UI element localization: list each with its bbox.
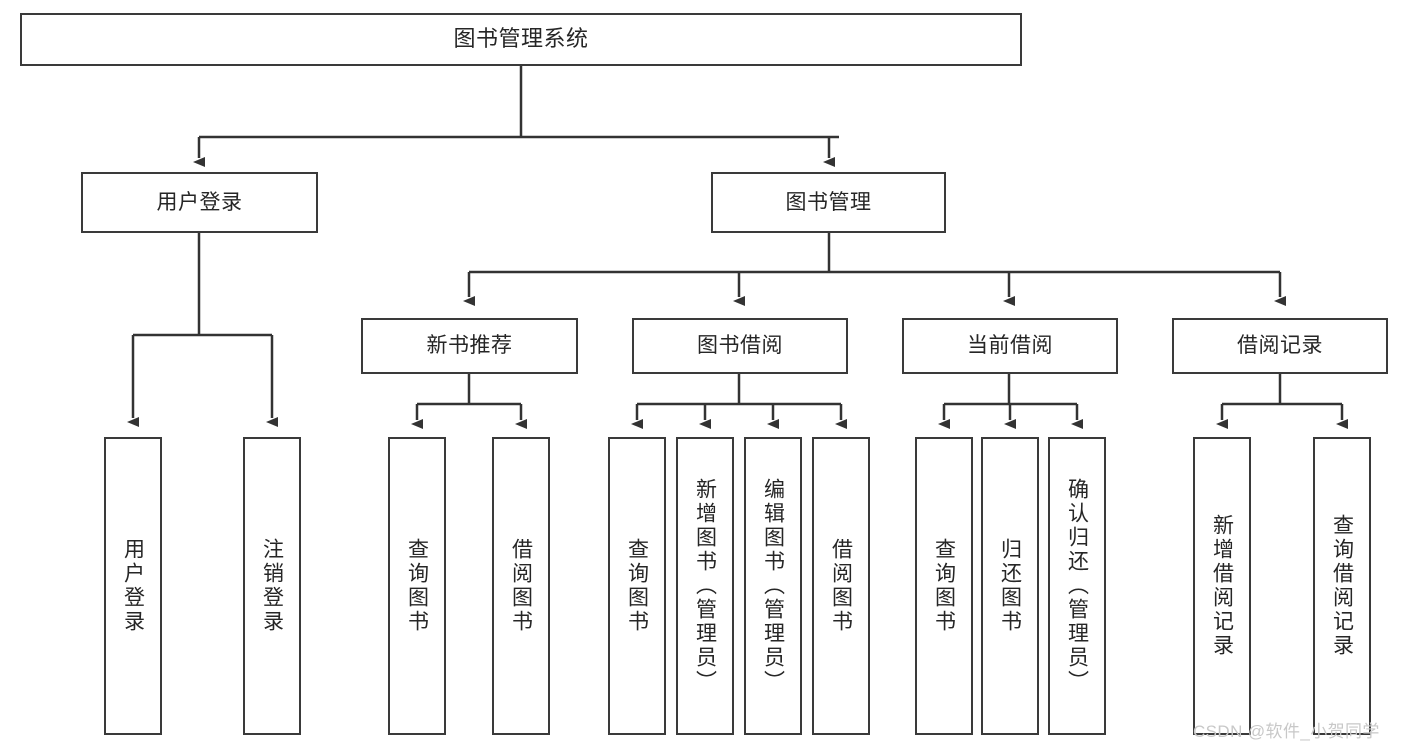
node-label: 归还图书 (998, 538, 1022, 634)
leaf-add-book-admin[interactable]: 新增图书（管理员） (676, 437, 734, 735)
csdn-watermark: CSDN @软件_小贺同学 (1193, 722, 1380, 741)
node-root-book-management-system[interactable]: 图书管理系统 (20, 13, 1022, 66)
node-label: 注销登录 (260, 538, 284, 634)
node-label: 用户登录 (156, 190, 243, 214)
node-user-login[interactable]: 用户登录 (81, 172, 318, 233)
node-label: 借阅图书 (829, 538, 853, 634)
leaf-logout[interactable]: 注销登录 (243, 437, 301, 735)
node-book-management[interactable]: 图书管理 (711, 172, 946, 233)
leaf-query-borrow-record[interactable]: 查询借阅记录 (1313, 437, 1371, 735)
node-book-borrowing[interactable]: 图书借阅 (632, 318, 848, 374)
leaf-borrow-books-borrowing[interactable]: 借阅图书 (812, 437, 870, 735)
node-label: 图书管理 (785, 190, 872, 214)
node-label: 查询图书 (625, 538, 649, 634)
leaf-confirm-return-admin[interactable]: 确认归还（管理员） (1048, 437, 1106, 735)
node-new-book-recommendation[interactable]: 新书推荐 (361, 318, 578, 374)
node-label: 编辑图书（管理员） (761, 478, 785, 694)
node-current-borrowing[interactable]: 当前借阅 (902, 318, 1118, 374)
node-label: 查询图书 (932, 538, 956, 634)
leaf-query-books-current[interactable]: 查询图书 (915, 437, 973, 735)
leaf-add-borrow-record[interactable]: 新增借阅记录 (1193, 437, 1251, 735)
leaf-user-login[interactable]: 用户登录 (104, 437, 162, 735)
leaf-edit-book-admin[interactable]: 编辑图书（管理员） (744, 437, 802, 735)
node-label: 借阅图书 (509, 538, 533, 634)
node-label: 新增借阅记录 (1210, 514, 1234, 658)
leaf-query-books-borrowing[interactable]: 查询图书 (608, 437, 666, 735)
node-label: 当前借阅 (967, 334, 1053, 358)
node-label: 查询图书 (405, 538, 429, 634)
node-borrow-records[interactable]: 借阅记录 (1172, 318, 1388, 374)
leaf-return-books[interactable]: 归还图书 (981, 437, 1039, 735)
node-label: 查询借阅记录 (1330, 514, 1354, 658)
leaf-query-books-recommendation[interactable]: 查询图书 (388, 437, 446, 735)
node-label: 图书管理系统 (453, 26, 589, 52)
node-label: 新增图书（管理员） (693, 478, 717, 694)
node-label: 借阅记录 (1237, 334, 1323, 358)
node-label: 用户登录 (121, 538, 145, 634)
leaf-borrow-books-recommendation[interactable]: 借阅图书 (492, 437, 550, 735)
node-label: 图书借阅 (697, 334, 783, 358)
node-label: 新书推荐 (426, 334, 513, 358)
node-label: 确认归还（管理员） (1065, 478, 1089, 694)
